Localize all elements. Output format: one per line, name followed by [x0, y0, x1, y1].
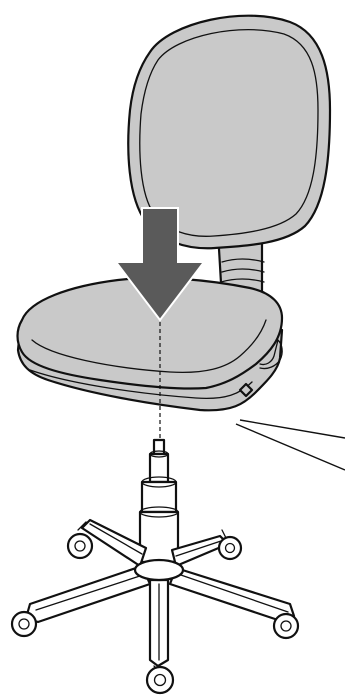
- caster-front: [145, 665, 175, 695]
- seat: [16, 276, 284, 412]
- caster-front-right: [272, 612, 300, 640]
- caster-front-left: [10, 610, 38, 638]
- callout-lines: [235, 419, 345, 471]
- down-arrow-icon: [113, 207, 207, 322]
- gas-cylinder: [138, 438, 180, 564]
- chair-base: [24, 518, 296, 668]
- backrest-cushion: [127, 14, 332, 250]
- caster-back-left: [66, 521, 94, 560]
- backrest: [127, 14, 332, 302]
- caster-back-right: [217, 529, 243, 561]
- casters: [10, 521, 300, 695]
